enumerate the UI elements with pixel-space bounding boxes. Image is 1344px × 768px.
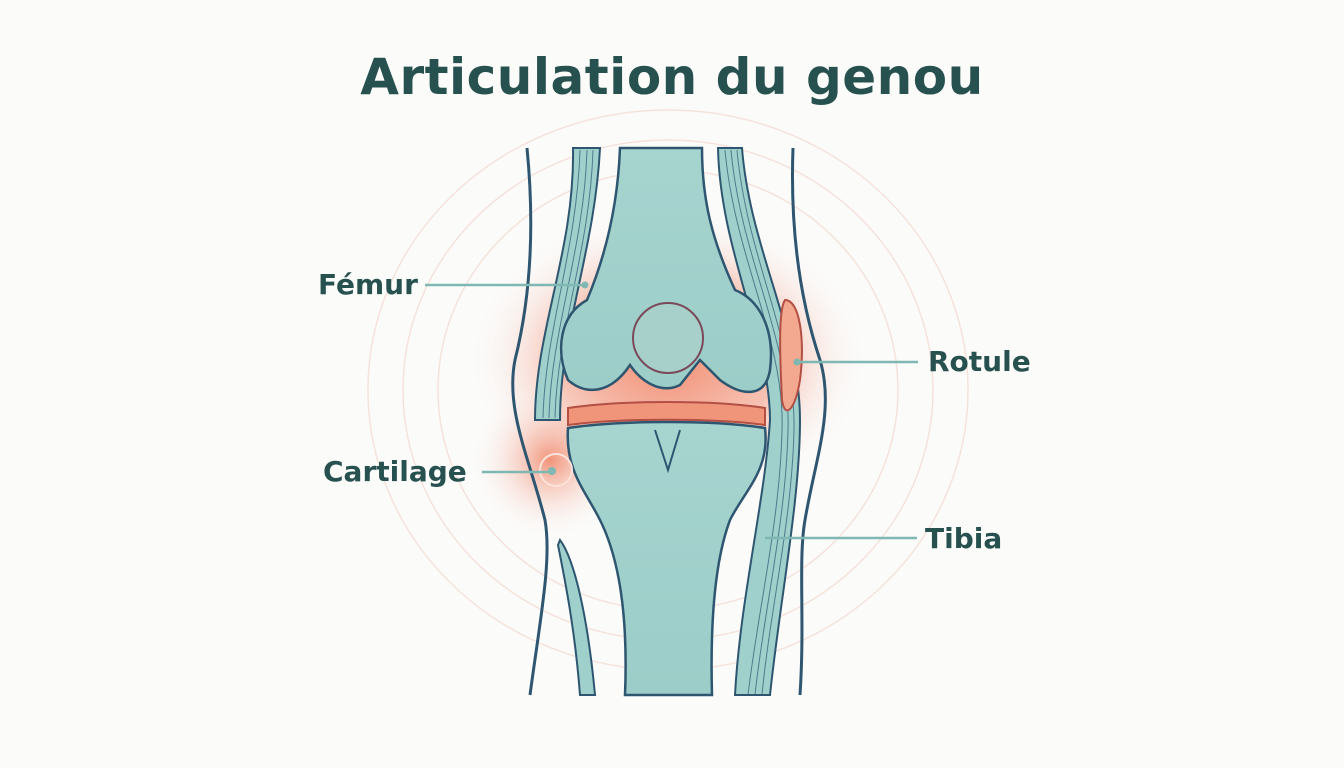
femur-bone (560, 146, 773, 394)
label-tibia: Tibia (925, 522, 1003, 555)
diagram-title: Articulation du genou (360, 48, 984, 106)
label-cartilage: Cartilage (323, 455, 467, 488)
patella (779, 298, 803, 412)
label-rotule: Rotule (928, 345, 1031, 378)
label-femur: Fémur (318, 268, 418, 301)
cartilage-marker-ring (539, 453, 573, 487)
leg-outline-right (790, 147, 827, 696)
leg-outline-left (511, 147, 549, 696)
fibula (556, 537, 597, 696)
condyle-center (632, 302, 704, 374)
meniscus (567, 401, 766, 427)
tibia-bone (566, 420, 767, 697)
